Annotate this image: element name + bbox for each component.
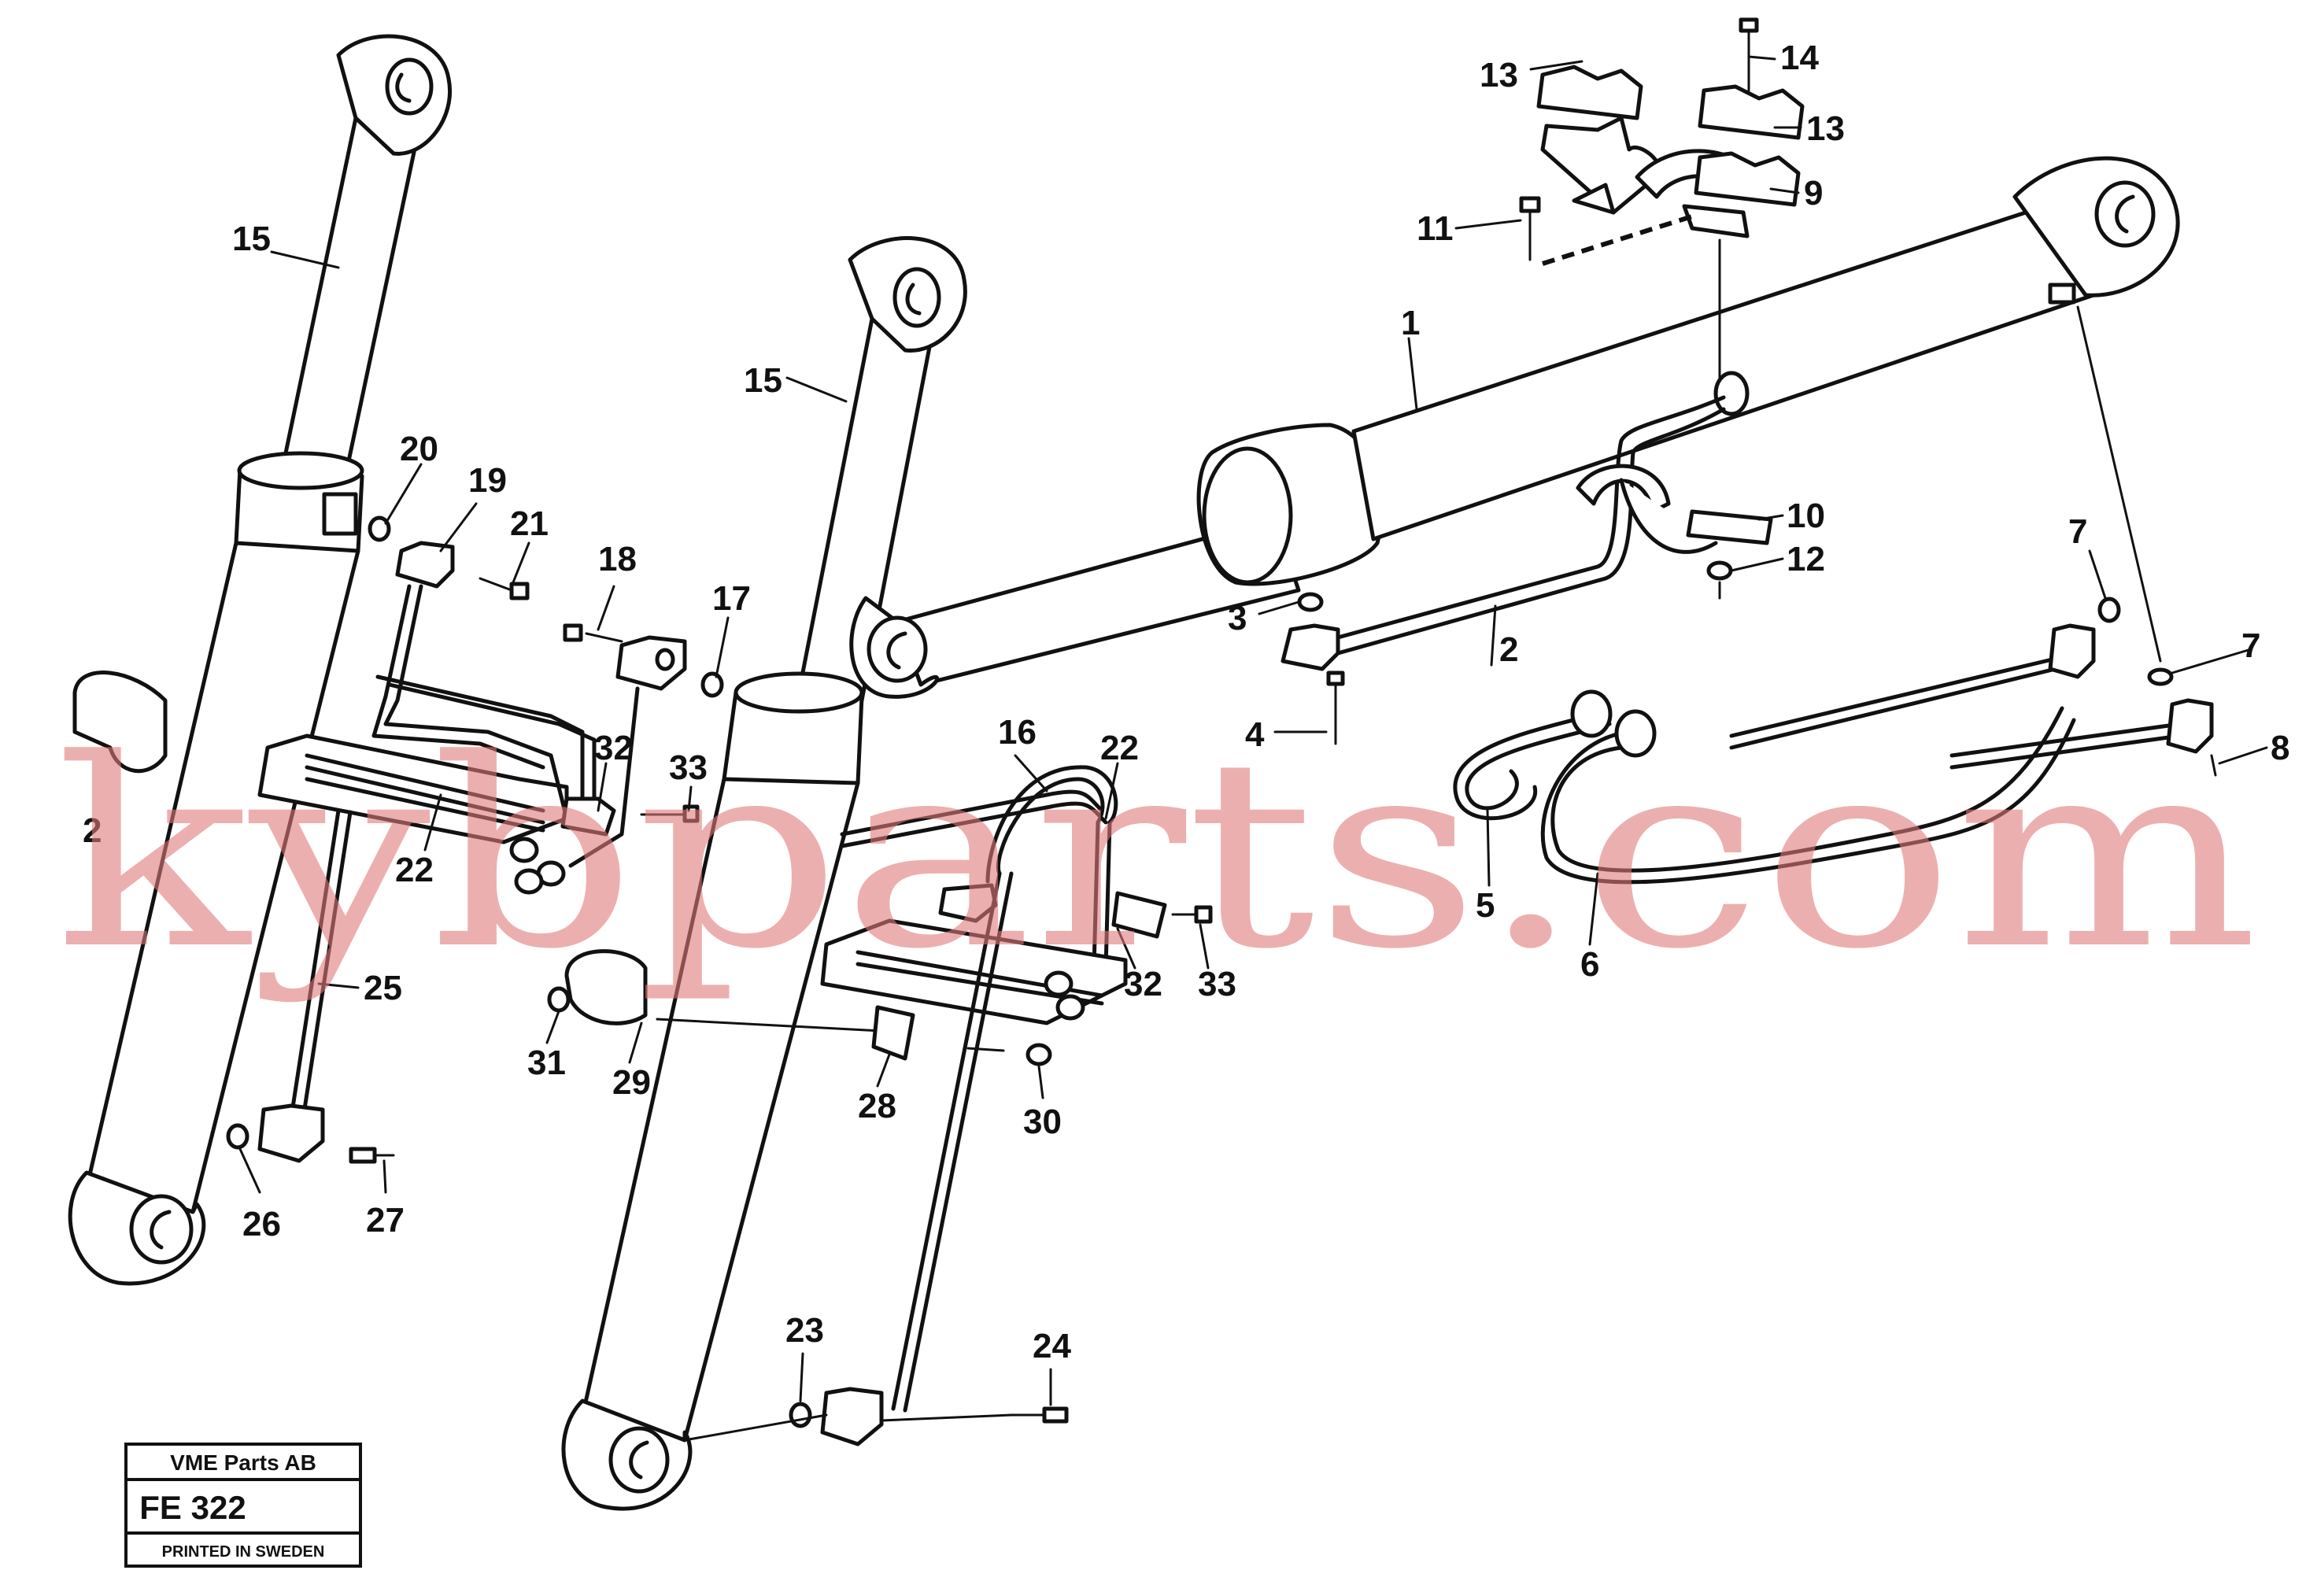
pipe-assembly-right bbox=[1453, 305, 2217, 885]
callout-15b: 15 bbox=[744, 361, 782, 400]
callout-30: 30 bbox=[1023, 1103, 1062, 1141]
callout-9: 9 bbox=[1804, 174, 1823, 212]
callout-33b: 33 bbox=[1198, 965, 1236, 1003]
callout-7a: 7 bbox=[2068, 512, 2087, 551]
callout-17: 17 bbox=[712, 579, 751, 618]
callout-23: 23 bbox=[785, 1311, 824, 1350]
top-clamp-assembly bbox=[1519, 17, 1805, 379]
pipe-assembly-2 bbox=[1280, 395, 1773, 745]
center-pipe-bracket-assembly bbox=[547, 765, 1213, 1446]
callout-5: 5 bbox=[1476, 886, 1495, 925]
leader-lines bbox=[238, 55, 2268, 1406]
callout-labels: 1 2 3 4 5 6 7 7 8 9 10 11 12 13 13 14 15… bbox=[83, 39, 2289, 1365]
callout-21: 21 bbox=[510, 504, 549, 543]
callout-6: 6 bbox=[1580, 945, 1599, 984]
stamp-company: VME Parts AB bbox=[170, 1450, 316, 1475]
callout-10: 10 bbox=[1787, 497, 1825, 535]
callout-29: 29 bbox=[612, 1063, 651, 1102]
middle-lift-cylinder bbox=[561, 236, 967, 1511]
callout-11: 11 bbox=[1417, 209, 1454, 248]
callout-24: 24 bbox=[1033, 1327, 1071, 1365]
callout-3: 3 bbox=[1228, 599, 1247, 637]
callout-13b: 13 bbox=[1806, 109, 1845, 148]
callout-19: 19 bbox=[468, 461, 507, 500]
callout-33: 33 bbox=[669, 748, 708, 787]
stamp-printed: PRINTED IN SWEDEN bbox=[162, 1543, 325, 1561]
callout-14: 14 bbox=[1780, 39, 1819, 77]
callout-2-left: 2 bbox=[83, 811, 102, 850]
left-lift-cylinder bbox=[68, 34, 452, 1286]
callout-25: 25 bbox=[364, 969, 402, 1007]
callout-15a: 15 bbox=[232, 220, 271, 258]
callout-27: 27 bbox=[366, 1201, 405, 1239]
watermark-text: kybparts.com bbox=[55, 704, 2259, 1006]
callout-22b: 22 bbox=[1100, 729, 1139, 767]
callout-20: 20 bbox=[400, 430, 438, 468]
callout-18: 18 bbox=[598, 540, 637, 578]
horizontal-cylinder bbox=[849, 156, 2180, 699]
callout-12: 12 bbox=[1787, 540, 1825, 578]
callout-4: 4 bbox=[1245, 715, 1265, 754]
callout-1: 1 bbox=[1401, 304, 1420, 342]
callout-26: 26 bbox=[242, 1205, 281, 1243]
callout-16: 16 bbox=[998, 713, 1037, 752]
parts-stamp: VME Parts AB FE 322 PRINTED IN SWEDEN bbox=[124, 1443, 362, 1568]
callout-2: 2 bbox=[1499, 630, 1518, 669]
callout-13a: 13 bbox=[1480, 56, 1518, 94]
left-pipe-bracket-assembly bbox=[72, 515, 724, 1164]
callout-7b: 7 bbox=[2241, 626, 2260, 665]
stamp-code: FE 322 bbox=[139, 1489, 246, 1526]
callout-31: 31 bbox=[527, 1044, 566, 1082]
callout-22a: 22 bbox=[395, 851, 434, 889]
callout-32b: 32 bbox=[1124, 965, 1162, 1003]
callout-28: 28 bbox=[858, 1087, 896, 1125]
callout-32a: 32 bbox=[594, 729, 633, 767]
callout-8: 8 bbox=[2271, 729, 2289, 767]
